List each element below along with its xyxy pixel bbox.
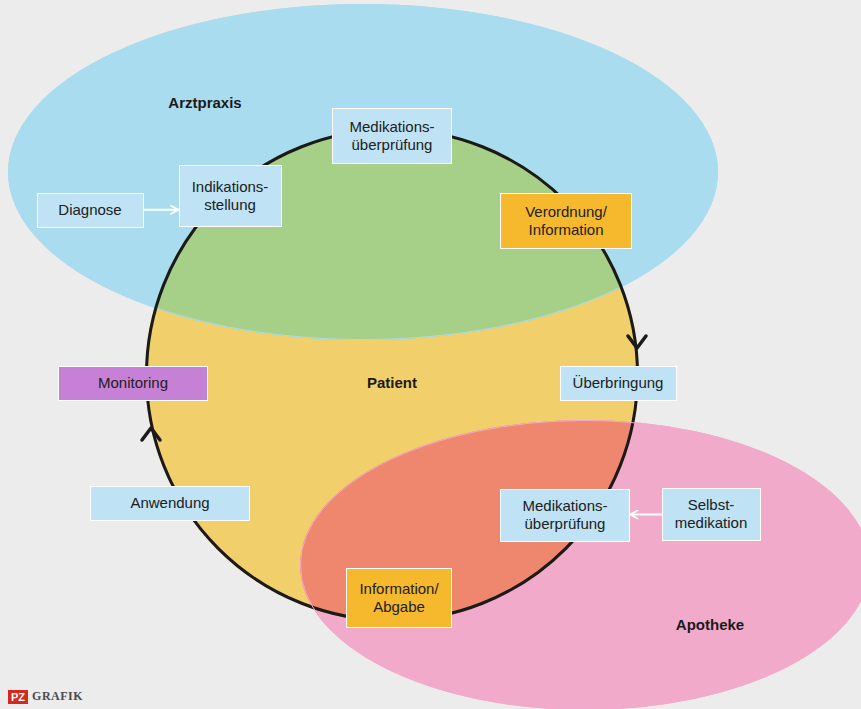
pharmacy-ellipse: Apotheke Medikations- überprüfung Selbst- … bbox=[300, 420, 861, 709]
flow-arrow bbox=[144, 209, 179, 211]
process-box: Medikations- überprüfung bbox=[500, 489, 630, 542]
process-box: Selbst- medikation bbox=[662, 488, 761, 541]
box-label: Selbst- medikation bbox=[675, 496, 748, 533]
heading-anchor: Arztpraxis bbox=[168, 94, 241, 112]
region-heading: Arztpraxis bbox=[168, 94, 241, 111]
process-box: Medikations- überprüfung bbox=[332, 108, 452, 164]
logo: PZ GRAFIK bbox=[8, 689, 83, 704]
box-label: Verordnung/ Information bbox=[525, 203, 607, 240]
heading-anchor: Apotheke bbox=[676, 616, 744, 634]
box-label: Information/ Abgabe bbox=[359, 580, 438, 617]
box-label: Indikations- stellung bbox=[192, 178, 269, 215]
process-box: Verordnung/ Information bbox=[500, 193, 632, 249]
region-outline bbox=[301, 421, 861, 709]
process-box: Anwendung bbox=[90, 486, 250, 521]
process-box: Überbringung bbox=[560, 366, 677, 401]
shape-outline bbox=[8, 4, 718, 340]
region-heading: Apotheke bbox=[676, 616, 744, 633]
process-box: Monitoring bbox=[58, 366, 208, 401]
practice-region bbox=[8, 4, 718, 340]
logo-text: GRAFIK bbox=[32, 689, 83, 704]
overlap-region bbox=[8, 4, 718, 340]
flow-arrow bbox=[630, 513, 662, 515]
box-label: Anwendung bbox=[130, 494, 209, 512]
box-label: Überbringung bbox=[573, 374, 664, 392]
box-label: Monitoring bbox=[98, 374, 168, 392]
region-heading: Patient bbox=[367, 374, 417, 391]
cycle-arrowhead bbox=[142, 428, 160, 440]
box-label: Medikations- überprüfung bbox=[522, 497, 607, 534]
process-box: Information/ Abgabe bbox=[346, 568, 452, 628]
pharmacy-region bbox=[300, 420, 861, 709]
process-box: Indikations- stellung bbox=[179, 165, 282, 227]
shape-outline bbox=[300, 420, 861, 709]
region-outline bbox=[9, 5, 718, 340]
box-label: Diagnose bbox=[58, 201, 121, 219]
practice-ellipse: ArztpraxisDiagnose Indikations- stellung M… bbox=[8, 4, 718, 340]
process-box: Diagnose bbox=[37, 193, 144, 228]
logo-mark: PZ bbox=[8, 690, 28, 704]
overlap-region bbox=[300, 420, 861, 709]
box-label: Medikations- überprüfung bbox=[349, 118, 434, 155]
heading-anchor: Patient bbox=[367, 374, 417, 392]
